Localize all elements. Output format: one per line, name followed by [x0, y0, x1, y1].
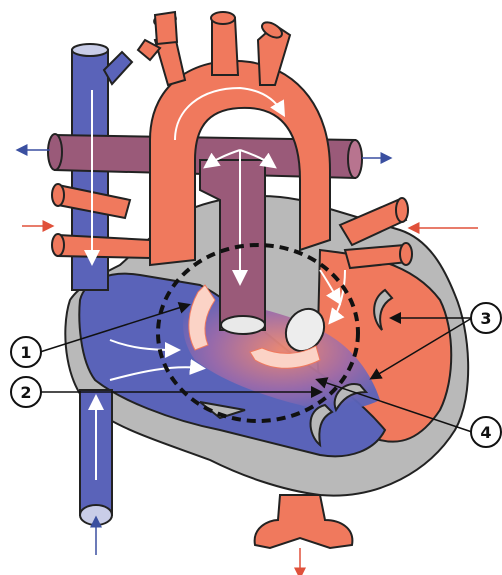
- callout-2-label: 2: [20, 383, 31, 402]
- callout-3: 3: [471, 303, 501, 333]
- callout-2: 2: [11, 377, 41, 407]
- callout-3-label: 3: [480, 309, 491, 328]
- callout-4-label: 4: [480, 423, 491, 442]
- descending-aorta: [255, 495, 353, 548]
- callout-4: 4: [471, 417, 501, 447]
- aortic-branches: [138, 12, 290, 85]
- callout-1-label: 1: [20, 343, 31, 362]
- callout-1: 1: [11, 337, 41, 367]
